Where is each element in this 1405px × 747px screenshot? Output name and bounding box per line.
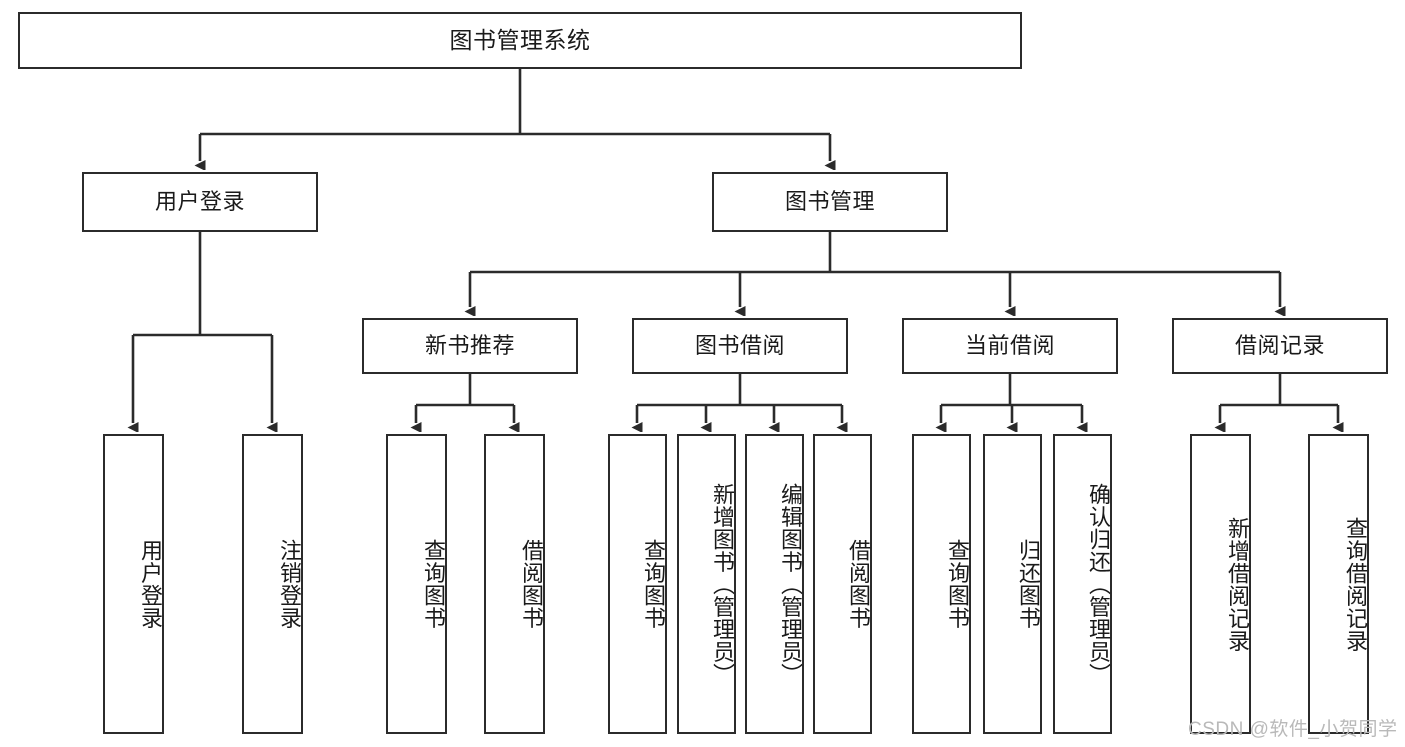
node-book-management[interactable]: 图书管理 <box>712 172 948 232</box>
node-leaf-return-books[interactable]: 归还图书 <box>983 434 1042 734</box>
node-leaf-add-borrow-record[interactable]: 新增借阅记录 <box>1190 434 1251 734</box>
node-leaf-edit-book-admin[interactable]: 编辑图书（管理员） <box>745 434 804 734</box>
node-book-borrowing[interactable]: 图书借阅 <box>632 318 848 374</box>
node-leaf-logout[interactable]: 注销登录 <box>242 434 303 734</box>
node-leaf-query-books-current[interactable]: 查询图书 <box>912 434 971 734</box>
node-leaf-user-login[interactable]: 用户登录 <box>103 434 164 734</box>
node-leaf-confirm-return-admin[interactable]: 确认归还（管理员） <box>1053 434 1112 734</box>
node-user-login[interactable]: 用户登录 <box>82 172 318 232</box>
node-borrow-records[interactable]: 借阅记录 <box>1172 318 1388 374</box>
node-leaf-query-books-borrow[interactable]: 查询图书 <box>608 434 667 734</box>
node-current-borrowing[interactable]: 当前借阅 <box>902 318 1118 374</box>
node-leaf-borrow-books-rec[interactable]: 借阅图书 <box>484 434 545 734</box>
node-leaf-query-books-rec[interactable]: 查询图书 <box>386 434 447 734</box>
node-leaf-query-borrow-record[interactable]: 查询借阅记录 <box>1308 434 1369 734</box>
node-new-book-recommendation[interactable]: 新书推荐 <box>362 318 578 374</box>
node-root-book-management-system[interactable]: 图书管理系统 <box>18 12 1022 69</box>
node-leaf-borrow-books[interactable]: 借阅图书 <box>813 434 872 734</box>
node-leaf-add-book-admin[interactable]: 新增图书（管理员） <box>677 434 736 734</box>
watermark-label: CSDN @软件_小贺同学 <box>1188 719 1398 740</box>
